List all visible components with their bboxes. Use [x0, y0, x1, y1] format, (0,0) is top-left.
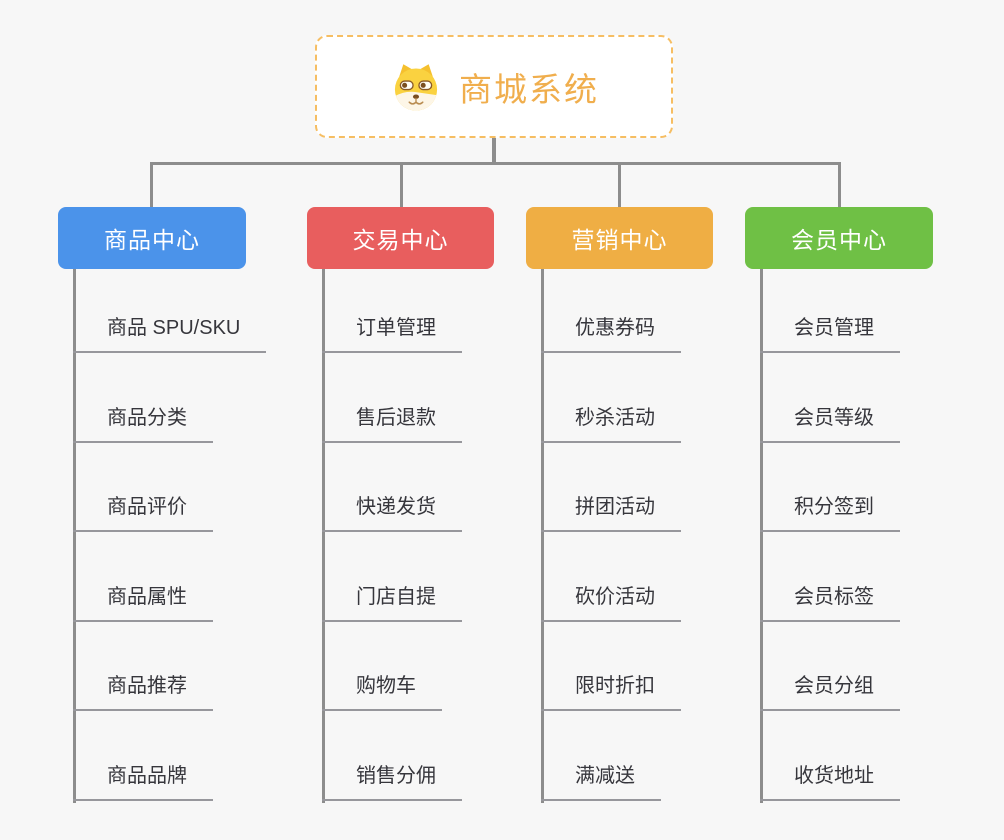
branch-member-center[interactable]: 会员中心: [745, 207, 933, 269]
node-group-buying[interactable]: 拼团活动: [541, 493, 681, 532]
node-product-recommend[interactable]: 商品推荐: [73, 672, 213, 711]
connector-root-stem: [492, 136, 496, 165]
connector-horizontal-rail: [150, 162, 841, 165]
node-limited-time-discount[interactable]: 限时折扣: [541, 672, 681, 711]
node-product-spu-sku[interactable]: 商品 SPU/SKU: [73, 314, 267, 353]
node-express-delivery[interactable]: 快递发货: [322, 493, 462, 532]
branch-marketing-center[interactable]: 营销中心: [526, 207, 713, 269]
node-full-reduction[interactable]: 满减送: [541, 762, 661, 801]
connector-stem-member: [760, 269, 763, 803]
branch-trade-center[interactable]: 交易中心: [307, 207, 494, 269]
node-member-group[interactable]: 会员分组: [760, 672, 900, 711]
root-node-mall-system[interactable]: 商城系统: [315, 35, 673, 138]
dog-face-icon: [394, 63, 438, 111]
node-sales-commission[interactable]: 销售分佣: [322, 762, 462, 801]
connector-drop-marketing: [618, 163, 621, 207]
node-store-pickup[interactable]: 门店自提: [322, 583, 462, 622]
connector-stem-trade: [322, 269, 325, 803]
connector-drop-product: [150, 163, 153, 207]
connector-stem-product: [73, 269, 76, 803]
node-flash-sale[interactable]: 秒杀活动: [541, 404, 681, 443]
node-member-management[interactable]: 会员管理: [760, 314, 900, 353]
node-points-checkin[interactable]: 积分签到: [760, 493, 900, 532]
node-product-brand[interactable]: 商品品牌: [73, 762, 213, 801]
node-after-sales-refund[interactable]: 售后退款: [322, 404, 462, 443]
node-coupon-code[interactable]: 优惠券码: [541, 314, 681, 353]
node-order-management[interactable]: 订单管理: [322, 314, 462, 353]
connector-drop-member: [838, 163, 841, 207]
connector-stem-marketing: [541, 269, 544, 803]
branch-product-center[interactable]: 商品中心: [58, 207, 246, 269]
root-title: 商城系统: [459, 70, 599, 108]
node-bargain-activity[interactable]: 砍价活动: [541, 583, 681, 622]
node-product-attribute[interactable]: 商品属性: [73, 583, 213, 622]
node-member-tag[interactable]: 会员标签: [760, 583, 900, 622]
node-product-category[interactable]: 商品分类: [73, 404, 213, 443]
node-shipping-address[interactable]: 收货地址: [760, 762, 900, 801]
connector-drop-trade: [400, 163, 403, 207]
node-shopping-cart[interactable]: 购物车: [322, 672, 442, 711]
node-member-level[interactable]: 会员等级: [760, 404, 900, 443]
node-product-review[interactable]: 商品评价: [73, 493, 213, 532]
